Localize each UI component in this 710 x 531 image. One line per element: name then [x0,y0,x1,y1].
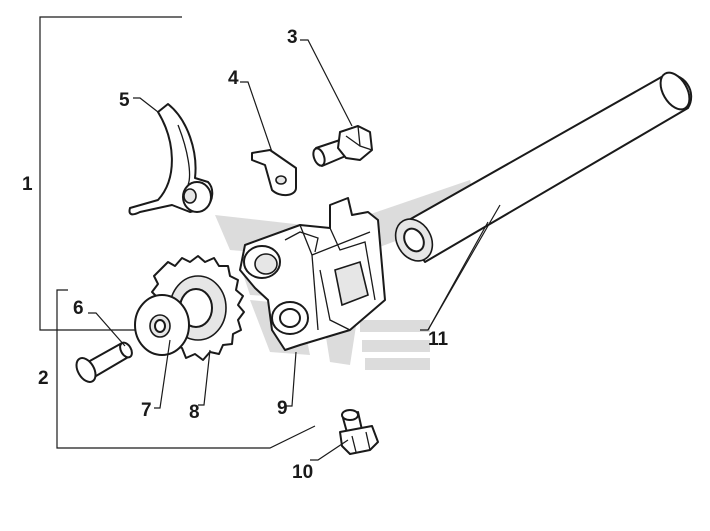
plug-part [339,409,379,455]
callout-4: 4 [228,68,239,89]
assembly-bracket-2 [56,289,316,449]
shaft-part [394,71,693,263]
lock-tab-part [251,149,297,196]
washer-part [134,294,190,356]
callout-8: 8 [189,402,200,423]
callout-10: 10 [292,462,313,483]
bolt-part [312,125,373,167]
callout-1: 1 [22,174,33,195]
callout-9: 9 [277,398,288,419]
callout-5: 5 [119,90,130,111]
callout-7: 7 [141,400,152,421]
callout-2: 2 [38,368,49,389]
leader-lines [88,39,501,461]
shift-fork-part [128,103,214,216]
pin-part [75,341,133,383]
callout-11: 11 [428,329,449,350]
assembly-bracket-1 [39,16,182,331]
bracket-housing-part [239,197,386,351]
callout-6: 6 [73,298,84,319]
callout-3: 3 [287,27,298,48]
